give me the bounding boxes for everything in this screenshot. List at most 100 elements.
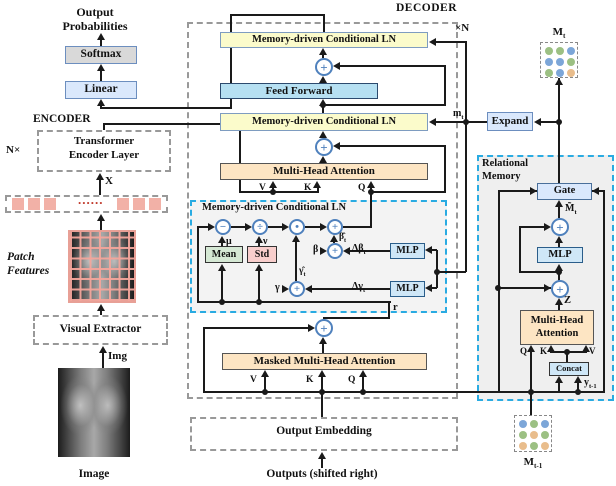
line xyxy=(362,376,364,391)
line-mha-skip xyxy=(339,145,446,147)
junction-dot xyxy=(262,389,268,395)
line xyxy=(322,136,324,138)
delta-gamma-label: Δγt xyxy=(352,281,366,294)
junction-dot xyxy=(219,299,225,305)
line-encoder-out xyxy=(103,124,105,130)
memory-slot-dot xyxy=(556,47,564,55)
line xyxy=(349,250,390,252)
patch-token xyxy=(149,198,161,210)
output-embedding-box xyxy=(190,417,458,451)
rm-k-label: K xyxy=(540,346,548,356)
memory-slot-dot xyxy=(545,58,553,66)
arrowhead xyxy=(330,235,338,242)
beta-label: β xyxy=(313,244,319,255)
arrowhead xyxy=(555,376,563,383)
arrowhead xyxy=(333,62,340,70)
masked-v-label: V xyxy=(250,375,257,385)
line-mt1-up xyxy=(530,351,532,415)
divide-circle: ÷ xyxy=(252,219,268,235)
r-label: r xyxy=(393,302,398,313)
memory-slot-dot xyxy=(545,47,553,55)
memory-slot-dot xyxy=(519,442,527,450)
memory-slot-dot xyxy=(567,47,575,55)
arrowhead xyxy=(555,264,563,271)
line xyxy=(370,187,372,201)
line xyxy=(431,287,437,289)
softmax-box: Softmax xyxy=(65,46,137,64)
arrowhead-mv xyxy=(261,370,269,377)
patch-features-line1: Patch xyxy=(7,251,35,263)
arrowhead xyxy=(282,223,289,231)
arrowhead xyxy=(305,285,312,293)
add-circle-beta: + xyxy=(327,243,343,259)
line xyxy=(239,123,241,193)
arrowhead-img xyxy=(99,346,107,353)
gamma-label: γ xyxy=(275,282,280,293)
patch-token xyxy=(117,198,129,210)
memory-slot-dot xyxy=(541,420,549,428)
rm-v-label: V xyxy=(589,346,596,356)
line xyxy=(436,271,466,273)
line xyxy=(498,287,551,289)
arrowhead xyxy=(97,99,105,106)
arrowhead xyxy=(97,33,105,40)
arrowhead xyxy=(320,247,327,255)
line xyxy=(258,242,260,246)
junction-dot xyxy=(256,299,262,305)
line xyxy=(321,458,323,468)
decoder-title: DECODER xyxy=(396,2,458,14)
img-label: Img xyxy=(108,350,127,362)
line xyxy=(577,382,579,392)
arrowhead xyxy=(218,264,226,271)
mha-box: Multi-Head Attention xyxy=(220,163,428,180)
masked-k-label: K xyxy=(306,375,314,385)
arrowhead xyxy=(97,304,105,311)
arrowhead-mt-mid xyxy=(429,118,436,126)
gamma-hat-label: γ̂t xyxy=(299,266,306,278)
add-circle-ln: + xyxy=(327,219,343,235)
arrowhead-gate-left xyxy=(530,187,537,195)
line xyxy=(498,190,537,192)
line xyxy=(333,241,335,243)
arrowhead xyxy=(319,76,327,83)
add-circle-rm-z: + xyxy=(551,280,569,298)
n-times-label: N× xyxy=(6,144,21,156)
q-label: Q xyxy=(358,183,366,193)
line xyxy=(221,270,223,301)
line xyxy=(519,226,521,272)
visual-extractor-box xyxy=(33,315,168,345)
mt-label: Mt xyxy=(552,26,566,41)
memory-slot-dot xyxy=(567,58,575,66)
minus-circle: − xyxy=(215,219,231,235)
visual-extractor-label: Visual Extractor xyxy=(59,323,142,335)
line xyxy=(322,105,324,113)
concat-box: Concat xyxy=(549,362,589,376)
output-embedding-label: Output Embedding xyxy=(276,425,372,437)
line xyxy=(311,288,390,290)
line-masked-skip xyxy=(203,327,310,329)
junction-dot xyxy=(319,389,325,395)
line xyxy=(230,14,325,16)
line-rm-left xyxy=(498,190,500,392)
line xyxy=(99,179,101,195)
line-ff-skip xyxy=(323,104,446,106)
image-caption: Image xyxy=(78,468,110,480)
transformer-encoder-layer-box xyxy=(37,130,171,172)
arrowhead xyxy=(574,376,582,383)
memory-slot-dot xyxy=(545,69,553,77)
line xyxy=(239,191,319,193)
arrowhead-mt-top xyxy=(429,38,436,46)
line xyxy=(295,241,297,281)
line xyxy=(323,14,325,32)
mean-box: Mean xyxy=(205,246,243,263)
m-tilde-label: M̃t xyxy=(565,203,577,216)
memory-slot-dot xyxy=(541,431,549,439)
line xyxy=(230,14,232,109)
arrowhead xyxy=(245,223,252,231)
outputs-shifted-label: Outputs (shifted right) xyxy=(266,468,378,480)
arrowhead-mq xyxy=(359,370,367,377)
beta-hat-label: β̂t xyxy=(339,232,347,244)
add-circle-gamma: + xyxy=(289,281,305,297)
rm-mha-box: Multi-Head Attention xyxy=(520,310,594,345)
line xyxy=(436,250,438,272)
